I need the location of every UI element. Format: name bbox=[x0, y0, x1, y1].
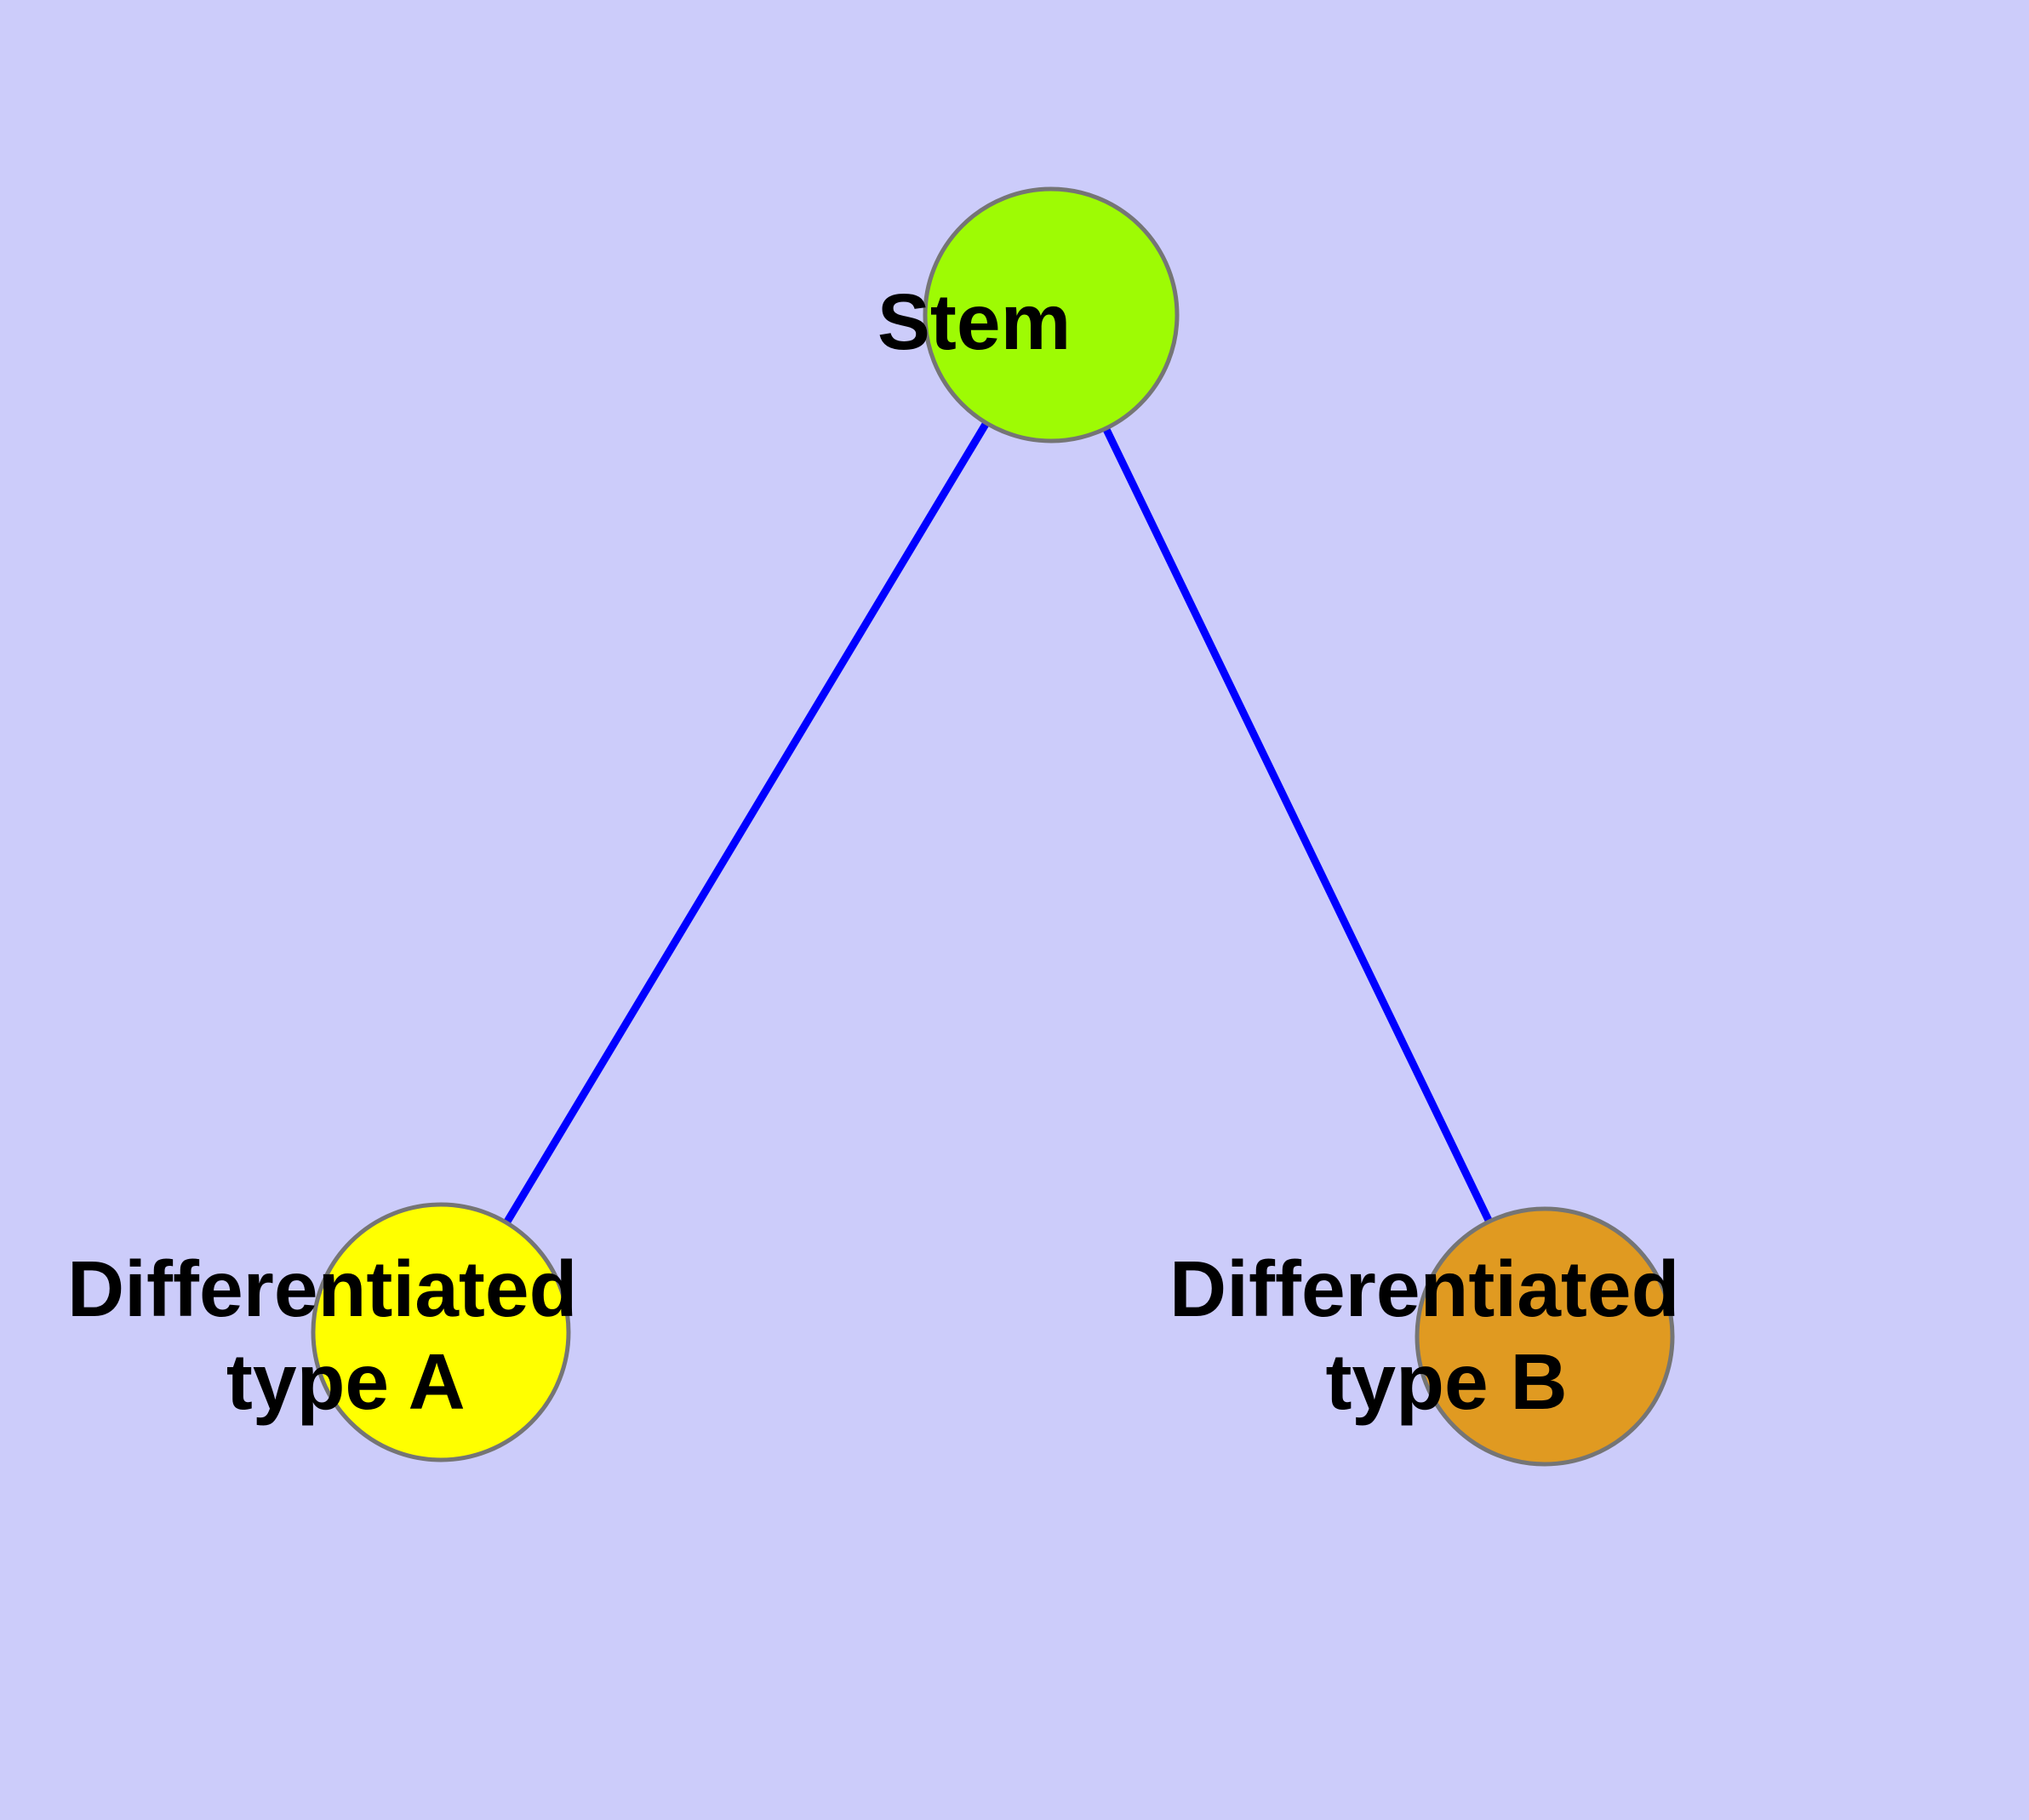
node-label-type-b-line1: Differentiated bbox=[1169, 1245, 1679, 1333]
edge-layer bbox=[437, 312, 1549, 1338]
label-layer: Stem Differentiated type A Differentiate… bbox=[67, 278, 1878, 1426]
node-label-differentiated-type-a: Differentiated type A bbox=[67, 1245, 775, 1426]
node-label-differentiated-type-b: Differentiated type B bbox=[1169, 1245, 1878, 1426]
node-label-stem-line1: Stem bbox=[877, 278, 1071, 366]
node-layer bbox=[311, 186, 1675, 1467]
edge-stem-to-type-b bbox=[1047, 313, 1549, 1338]
node-label-stem: Stem bbox=[877, 278, 1225, 366]
node-label-type-a-line1: Differentiated bbox=[67, 1245, 577, 1333]
node-label-type-a-line2: type A bbox=[226, 1337, 464, 1426]
node-label-type-b-line2: type B bbox=[1325, 1337, 1567, 1426]
node-stem[interactable] bbox=[923, 186, 1180, 444]
node-differentiated-type-a[interactable] bbox=[311, 1202, 571, 1462]
node-differentiated-type-b[interactable] bbox=[1415, 1206, 1675, 1467]
edge-stem-to-type-a bbox=[437, 312, 1055, 1335]
